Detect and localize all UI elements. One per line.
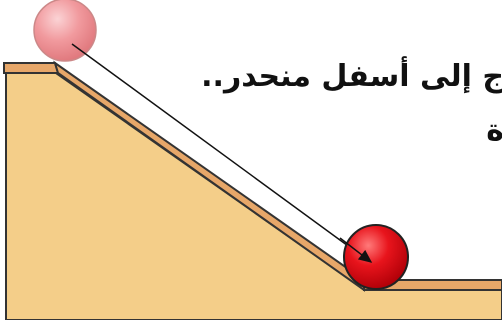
caption-line-2: ة — [486, 116, 502, 146]
ramp-top-ledge — [4, 63, 58, 73]
end-ball-icon — [344, 225, 408, 289]
start-ball-icon — [34, 0, 96, 61]
caption-line-1: ج إلى أسفل منحدر.. — [201, 62, 502, 92]
